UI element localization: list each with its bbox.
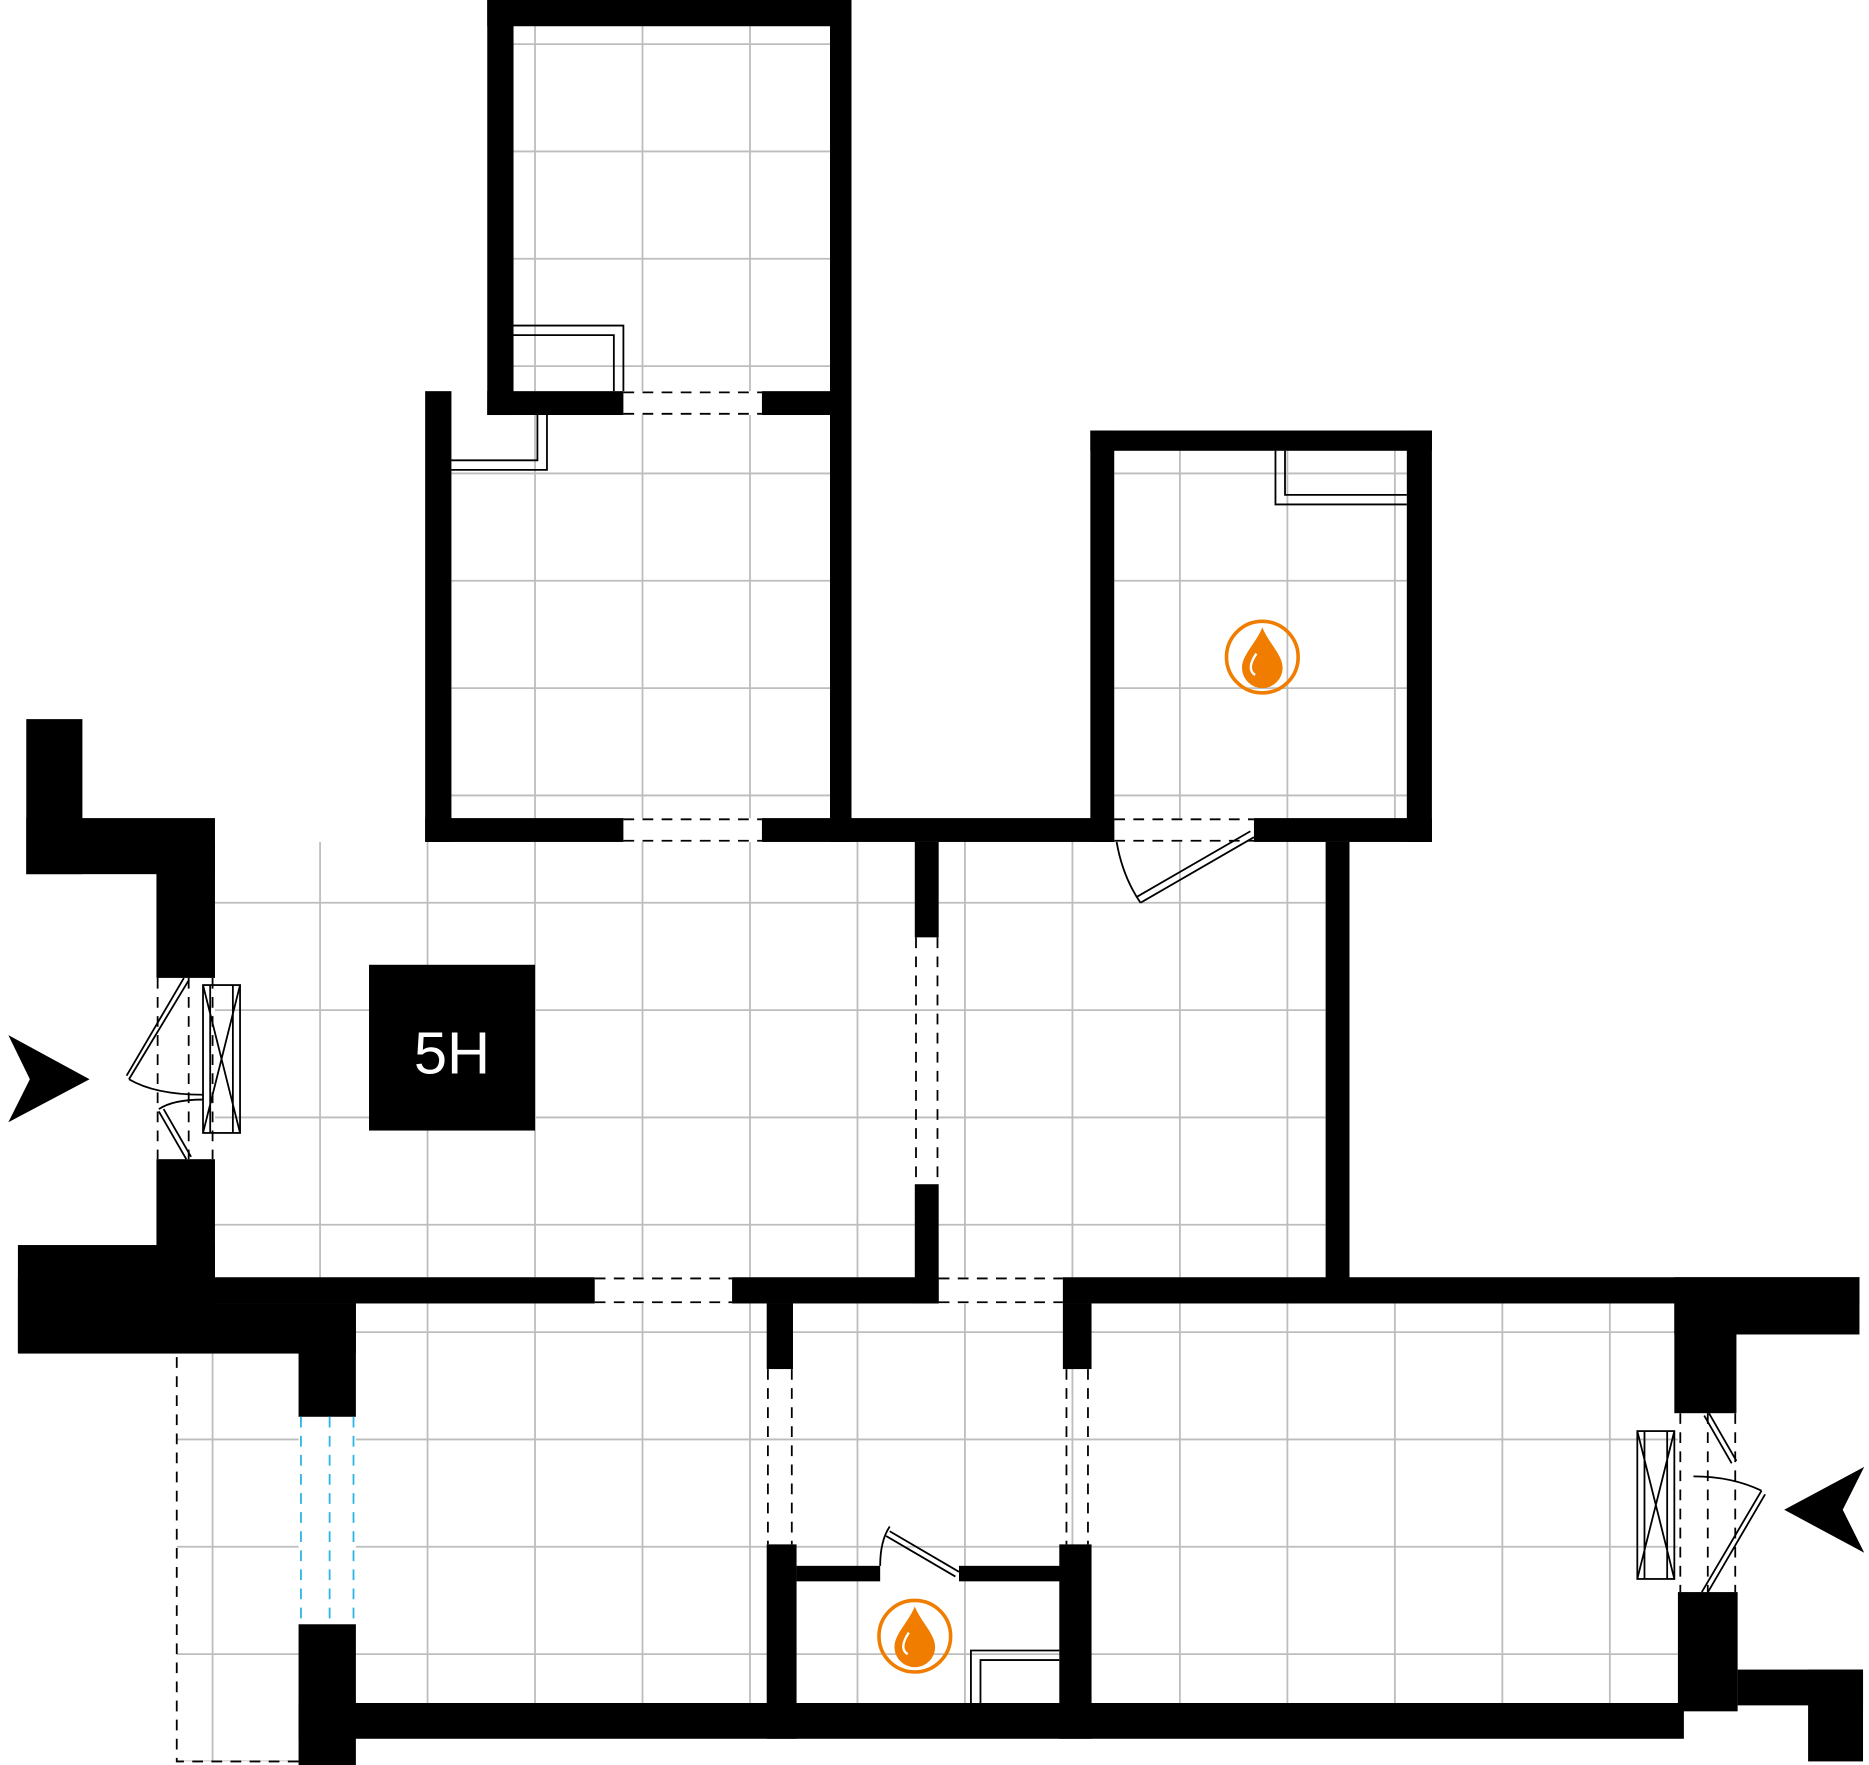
openings bbox=[156, 391, 1737, 1763]
doors bbox=[125, 830, 1766, 1595]
windows-and-fixtures bbox=[202, 324, 1676, 1703]
entrance-arrow-icon bbox=[8, 1035, 90, 1123]
entrance-arrow-icon bbox=[1784, 1466, 1865, 1553]
unit-label: 5H bbox=[369, 964, 536, 1131]
water-drop-icon bbox=[1224, 619, 1300, 695]
water-drop-icon bbox=[877, 1598, 953, 1674]
walls bbox=[17, 0, 1864, 1765]
unit-number: 5H bbox=[414, 1019, 490, 1086]
